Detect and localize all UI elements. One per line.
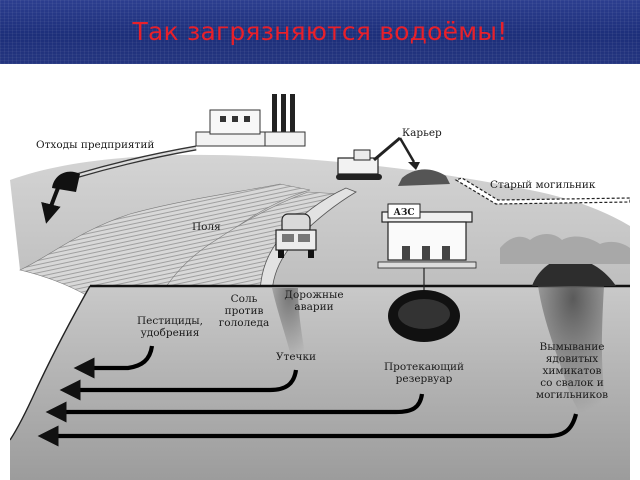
waste-arrow <box>41 187 61 224</box>
arrow-pesticides <box>73 345 155 379</box>
label-accidents-1: Дорожные <box>284 289 343 301</box>
label-pesticides-2: удобрения <box>141 327 200 339</box>
slide-title: Так загрязняются водоёмы! <box>132 17 508 46</box>
label-leaks: Утечки <box>276 351 316 363</box>
label-accidents-2: аварии <box>294 301 333 313</box>
label-leaching-5: могильников <box>536 389 608 401</box>
gas-station: АЗС <box>377 203 477 269</box>
old-burial-site <box>454 177 630 205</box>
label-leaching-1: Вымывание <box>540 341 605 353</box>
title-banner: Так загрязняются водоёмы! <box>0 0 640 64</box>
label-fields: Поля <box>192 221 221 233</box>
road-plume <box>272 288 306 360</box>
label-old-burial: Старый могильник <box>490 179 596 191</box>
label-waste: Отходы предприятий <box>36 139 154 151</box>
background-hills <box>500 234 630 264</box>
label-salt-1: Соль <box>231 293 258 305</box>
pollution-diagram: АЗС Отходы предприятий Карьер Старый мог… <box>10 64 630 480</box>
label-leaching-4: со свалок и <box>540 377 603 389</box>
label-quarry: Карьер <box>402 127 442 139</box>
label-leaking-tank-2: резервуар <box>396 373 453 385</box>
banner-texture <box>0 0 640 64</box>
label-pesticides-1: Пестициды, <box>137 315 203 327</box>
label-salt-2: против <box>225 305 264 317</box>
diagram-svg: АЗС Отходы предприятий Карьер Старый мог… <box>10 64 630 480</box>
arrow-leaks <box>59 369 299 401</box>
factory <box>195 94 306 147</box>
arrow-tank <box>45 393 425 423</box>
leaking-tank <box>388 268 460 342</box>
label-leaching-2: ядовитых <box>546 353 598 365</box>
underground-soil <box>10 286 630 480</box>
station-sign: АЗС <box>394 208 415 218</box>
arrow-leaching <box>37 413 579 447</box>
label-salt-3: гололеда <box>219 317 269 329</box>
quarry-pit <box>398 169 450 186</box>
label-leaking-tank-1: Протекающий <box>384 361 464 373</box>
ground-edge-left <box>10 285 91 441</box>
tanker-truck <box>275 213 317 258</box>
junk-pile <box>532 257 616 286</box>
pipe-outlet <box>52 171 80 192</box>
label-leaching-3: химикатов <box>543 365 602 377</box>
flow-arrows <box>37 345 579 447</box>
excavator <box>336 136 420 180</box>
leaching-plume <box>538 286 608 414</box>
